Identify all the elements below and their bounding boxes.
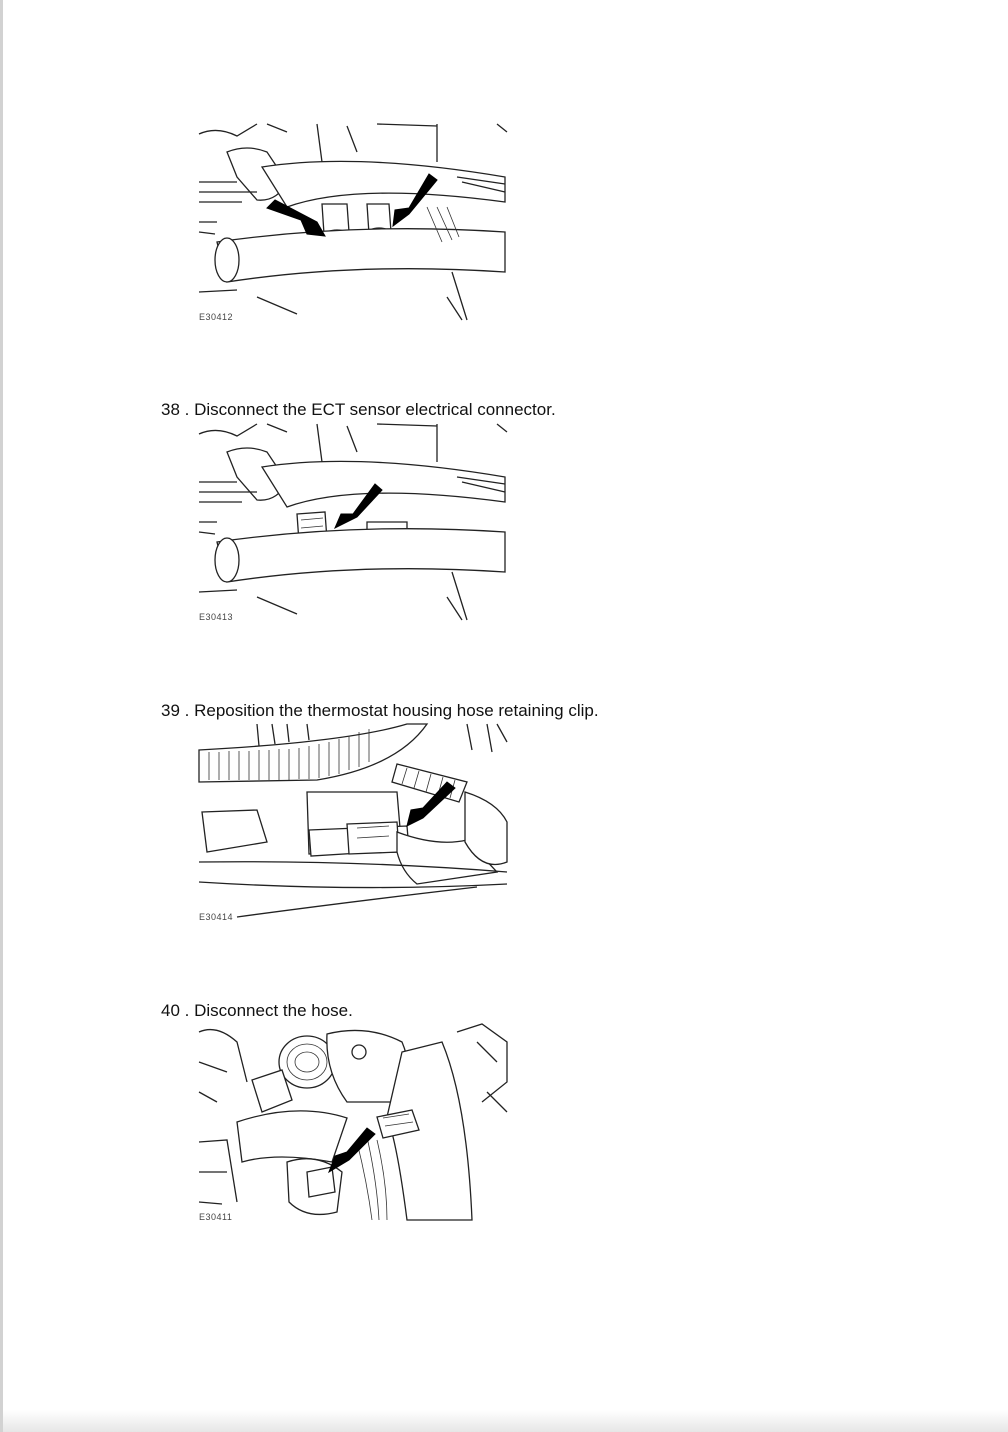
hose-disconnect-illustration <box>198 1023 508 1221</box>
step-separator: . <box>179 701 195 720</box>
step-separator: . <box>179 400 195 419</box>
hose-clamps-illustration <box>198 123 508 321</box>
step-39: 39 . Reposition the thermostat housing h… <box>161 701 599 721</box>
figure-label: E30411 <box>199 1212 233 1222</box>
pointer-arrow-icon <box>334 483 383 530</box>
step-number: 40 <box>161 1001 180 1020</box>
figure-label: E30412 <box>199 312 234 322</box>
figure-label: E30413 <box>199 612 234 622</box>
figure-hose-clamps: E30412 <box>197 122 509 322</box>
retaining-clip-illustration <box>198 723 508 918</box>
pointer-arrow-icon <box>392 173 438 228</box>
pointer-arrow-icon <box>266 199 326 237</box>
pointer-arrow-icon <box>328 1127 376 1174</box>
step-40: 40 . Disconnect the hose. <box>161 1001 353 1021</box>
step-text: Reposition the thermostat housing hose r… <box>194 701 599 720</box>
pointer-arrow-icon <box>406 781 456 827</box>
step-38: 38 . Disconnect the ECT sensor electrica… <box>161 400 556 420</box>
figure-hose-disconnect: E30411 <box>197 1022 509 1222</box>
figure-label: E30414 <box>199 912 234 922</box>
step-number: 38 <box>161 400 180 419</box>
step-number: 39 <box>161 701 180 720</box>
step-text: Disconnect the hose. <box>194 1001 353 1020</box>
step-text: Disconnect the ECT sensor electrical con… <box>194 400 556 419</box>
step-separator: . <box>179 1001 195 1020</box>
figure-retaining-clip: E30414 <box>197 722 509 922</box>
page-bottom-edge <box>3 1410 1008 1432</box>
figure-ect-connector: E30413 <box>197 422 509 622</box>
ect-connector-illustration <box>198 423 508 621</box>
